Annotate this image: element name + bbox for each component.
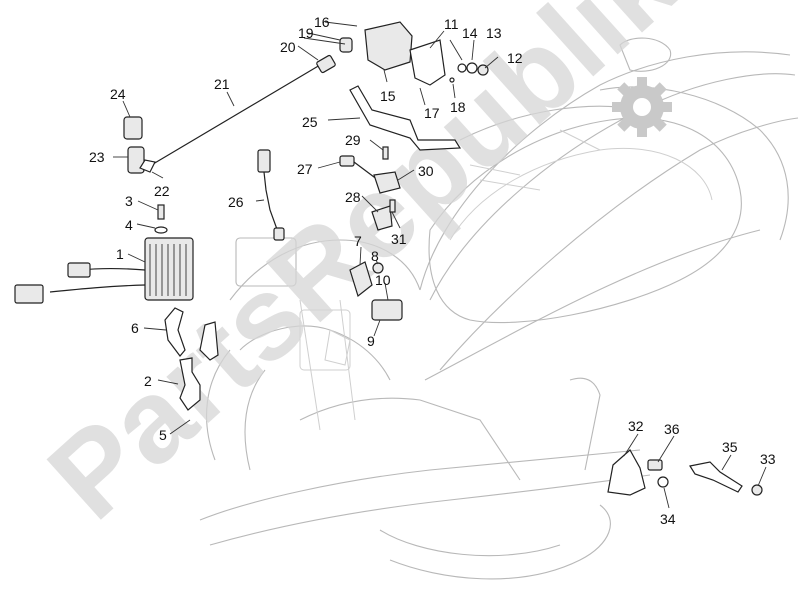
callout-4: 4 bbox=[125, 217, 133, 233]
callout-23: 23 bbox=[89, 149, 105, 165]
callout-31: 31 bbox=[391, 231, 407, 247]
callout-7: 7 bbox=[354, 233, 362, 249]
callout-26: 26 bbox=[228, 194, 244, 210]
callout-3: 3 bbox=[125, 193, 133, 209]
callout-6: 6 bbox=[131, 320, 139, 336]
callout-29: 29 bbox=[345, 132, 361, 148]
callout-20: 20 bbox=[280, 39, 296, 55]
callout-1: 1 bbox=[116, 246, 124, 262]
callout-36: 36 bbox=[664, 421, 680, 437]
callout-19: 19 bbox=[298, 25, 314, 41]
callout-21: 21 bbox=[214, 76, 230, 92]
part-sensor-26 bbox=[257, 149, 285, 241]
callout-2: 2 bbox=[144, 373, 152, 389]
callout-18: 18 bbox=[450, 99, 466, 115]
callout-labels: 1 2 3 4 5 6 7 8 9 10 11 12 13 14 15 16 1… bbox=[89, 14, 776, 527]
callout-35: 35 bbox=[722, 439, 738, 455]
callout-33: 33 bbox=[760, 451, 776, 467]
part-brackets-left bbox=[164, 307, 219, 411]
callout-12: 12 bbox=[507, 50, 523, 66]
callout-25: 25 bbox=[302, 114, 318, 130]
callout-30: 30 bbox=[418, 163, 434, 179]
callout-24: 24 bbox=[110, 86, 126, 102]
part-sensor-30 bbox=[339, 146, 401, 194]
callout-17: 17 bbox=[424, 105, 440, 121]
callout-15: 15 bbox=[380, 88, 396, 104]
part-clip-28 bbox=[371, 199, 396, 231]
part-connector-24 bbox=[123, 116, 145, 174]
part-actuator-15 bbox=[324, 21, 413, 71]
callout-5: 5 bbox=[159, 427, 167, 443]
part-lower-right bbox=[607, 449, 763, 496]
leader-lines bbox=[113, 30, 767, 509]
gear-logo-icon bbox=[612, 77, 672, 137]
callout-11: 11 bbox=[444, 16, 459, 32]
callout-22: 22 bbox=[154, 183, 170, 199]
part-screw-washer bbox=[154, 204, 168, 234]
callout-34: 34 bbox=[660, 511, 676, 527]
callout-14: 14 bbox=[462, 25, 478, 41]
callout-16: 16 bbox=[314, 14, 330, 30]
callout-13: 13 bbox=[486, 25, 502, 41]
callout-28: 28 bbox=[345, 189, 361, 205]
callout-32: 32 bbox=[628, 418, 644, 434]
callout-9: 9 bbox=[367, 333, 375, 349]
part-regulator bbox=[14, 237, 194, 304]
callout-10: 10 bbox=[375, 272, 391, 288]
part-relay-group bbox=[349, 261, 403, 321]
callout-27: 27 bbox=[297, 161, 313, 177]
part-rod-21 bbox=[139, 54, 336, 173]
callout-8: 8 bbox=[371, 248, 379, 264]
